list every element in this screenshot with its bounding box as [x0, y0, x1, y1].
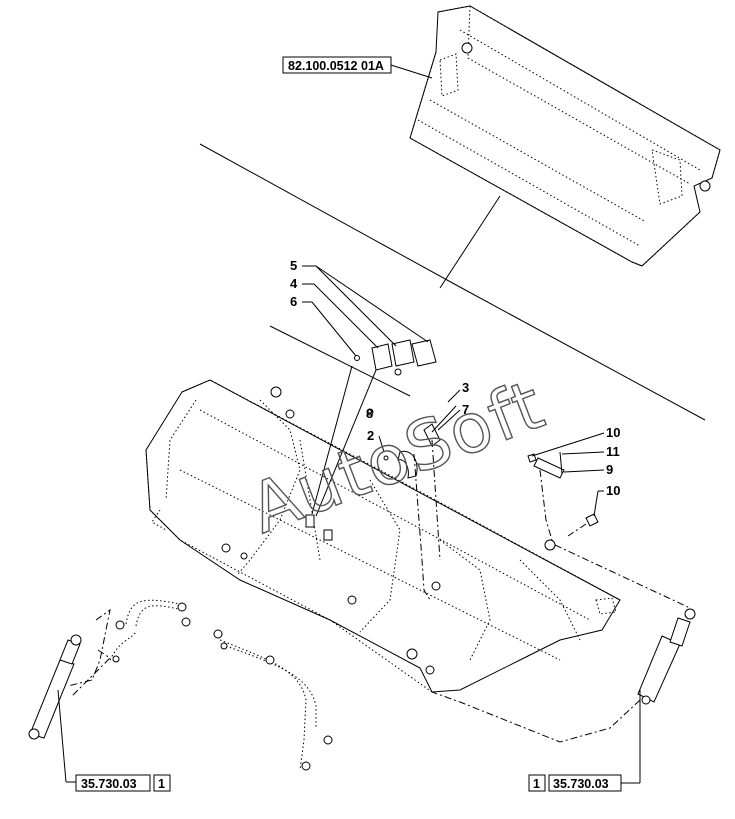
- left-cylinder-ref-label: 35.730.03 1: [57, 689, 171, 792]
- callout-8: 8: [366, 406, 373, 421]
- callout-9: 9: [563, 462, 613, 477]
- separator-line-upper: [199, 143, 459, 287]
- assembly-line-8: [71, 649, 111, 697]
- callout-7: 7: [437, 402, 469, 431]
- svg-text:35.730.03: 35.730.03: [81, 777, 137, 791]
- svg-text:11: 11: [606, 444, 620, 459]
- assembly-line-7: [67, 608, 111, 687]
- detail-pointer-line: [439, 195, 501, 289]
- left-hoses: [109, 599, 333, 771]
- section-line: [269, 325, 411, 397]
- callout-6: 6: [290, 294, 357, 357]
- assembly-line-1: [413, 453, 431, 601]
- pin-set-right: [527, 451, 599, 527]
- assembly-line-5: [554, 544, 691, 609]
- wear-pads: [354, 339, 437, 376]
- callout-10-bottom: 10: [593, 483, 620, 517]
- callout-5: 5: [290, 258, 429, 347]
- assembly-line-6: [431, 691, 641, 743]
- svg-text:1: 1: [533, 777, 540, 791]
- svg-text:8: 8: [366, 406, 373, 421]
- callout-3: 3: [447, 380, 469, 403]
- svg-text:10: 10: [606, 483, 620, 498]
- pin-parts: [366, 405, 457, 479]
- svg-text:35.730.03: 35.730.03: [553, 777, 609, 791]
- separator-line-lower: [457, 285, 706, 421]
- callout-4: 4: [290, 276, 379, 349]
- right-cylinder-ref-label: 1 35.730.03: [528, 690, 641, 792]
- svg-text:7: 7: [462, 402, 469, 417]
- callout-11: 11: [561, 444, 620, 459]
- leader-to-bucket-a: [311, 365, 353, 515]
- svg-text:4: 4: [290, 276, 298, 291]
- reference-bucket: [409, 5, 721, 267]
- svg-text:5: 5: [290, 258, 297, 273]
- bucket-ref-label: 82.100.0512 01A: [282, 56, 433, 79]
- svg-text:1: 1: [158, 777, 165, 791]
- assembly-line-4: [567, 523, 587, 537]
- callout-10-top: 10: [531, 425, 620, 457]
- svg-text:82.100.0512 01A: 82.100.0512 01A: [288, 59, 384, 73]
- svg-text:2: 2: [367, 428, 374, 443]
- svg-text:6: 6: [290, 294, 297, 309]
- assembly-line-3: [539, 469, 553, 541]
- right-cylinder: [637, 608, 696, 705]
- svg-text:9: 9: [606, 462, 613, 477]
- svg-text:10: 10: [606, 425, 620, 440]
- left-cylinder: [28, 634, 82, 740]
- svg-text:3: 3: [462, 380, 469, 395]
- main-bucket: [145, 379, 621, 693]
- callout-2: 2: [367, 428, 385, 453]
- leader-to-bucket-b: [315, 369, 377, 517]
- assembly-line-2: [431, 439, 441, 561]
